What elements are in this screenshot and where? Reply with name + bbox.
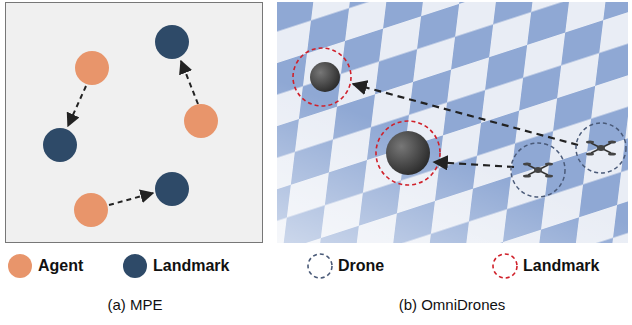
drone-arrows <box>353 84 578 167</box>
legend-label: Landmark <box>523 257 599 275</box>
drones <box>511 123 626 197</box>
subfigure-caption: (b) OmniDrones <box>399 296 506 313</box>
legend-label: Landmark <box>153 257 229 275</box>
legend-swatch <box>8 254 32 278</box>
legend-label: Drone <box>338 257 384 275</box>
legend-sample <box>491 252 519 280</box>
ground-checkerboard <box>277 2 628 243</box>
mpe-panel <box>6 3 263 243</box>
mpe-landmarks <box>43 25 189 206</box>
mpe-agents <box>74 51 218 227</box>
legend-swatch <box>123 254 147 278</box>
legend-label: Agent <box>38 257 83 275</box>
legend-sample <box>306 252 334 280</box>
sphere-landmarks <box>293 48 440 185</box>
subfigure-caption: (a) MPE <box>107 296 162 313</box>
ground-haze <box>277 2 628 243</box>
